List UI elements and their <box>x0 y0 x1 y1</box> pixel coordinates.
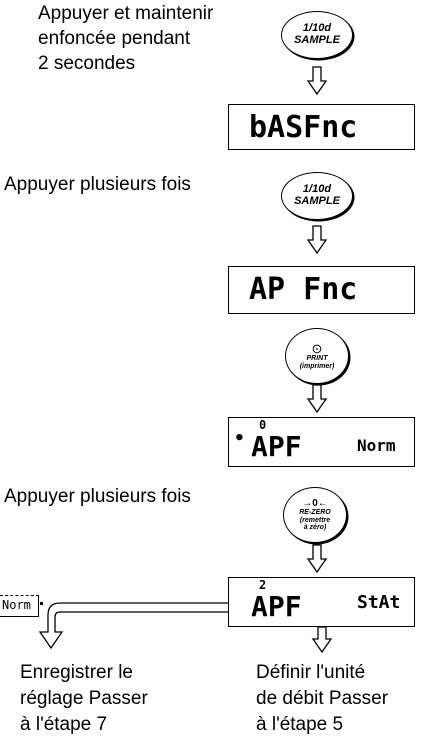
display-ap-fnc: AP Fnc <box>228 266 415 314</box>
display-apf-norm-value: Norm <box>357 436 396 455</box>
stable-indicator-dot: • <box>234 428 245 449</box>
down-arrow-icon <box>306 544 328 574</box>
sample-button-line1: 1/10d <box>302 22 332 35</box>
outcome-left-line3: à l'étape 7 <box>20 714 108 735</box>
rezero-button[interactable]: →0← RE-ZERO (remettre à zéro) <box>283 487 347 543</box>
sample-button-line2: SAMPLE <box>294 34 340 46</box>
outcome-left-line1: Enregistrer le <box>20 662 133 683</box>
outcome-right-line2: de débit Passer <box>256 688 389 709</box>
rezero-button-line1: RE-ZERO <box>299 509 331 517</box>
rezero-button-line2: (remettre <box>299 516 331 524</box>
display-apf-norm-index: 0 <box>259 418 267 432</box>
step1-instruction-line3: 2 secondes <box>38 53 136 74</box>
display-apf-norm: • 0 APF Norm <box>228 417 415 467</box>
print-button[interactable]: ⊙ PRINT (imprimer) <box>285 328 349 384</box>
step2-instruction: Appuyer plusieurs fois <box>4 174 191 195</box>
down-arrow-icon <box>306 225 328 255</box>
sample-button[interactable]: 1/10d SAMPLE <box>281 11 353 59</box>
down-arrow-icon <box>311 626 333 654</box>
display-apf-stat-name: APF <box>251 590 302 623</box>
display-apf-stat: 2 APF StAt <box>228 577 415 627</box>
step1-instruction-line2: enfoncée pendant <box>38 28 191 49</box>
outcome-left-line2: réglage Passer <box>20 688 148 709</box>
display-apf-stat-value: StAt <box>357 592 401 613</box>
outcome-right-line3: à l'étape 5 <box>256 714 344 735</box>
print-icon: ⊙ <box>311 340 323 356</box>
down-arrow-icon <box>306 66 328 96</box>
step3-instruction: Appuyer plusieurs fois <box>4 486 191 507</box>
print-button-line2: (imprimer) <box>299 362 335 370</box>
sample-button-2[interactable]: 1/10d SAMPLE <box>281 172 353 220</box>
display-apf-norm-name: APF <box>251 430 302 463</box>
down-arrow-icon <box>306 384 328 414</box>
display-basfnc: bASFnc <box>228 104 415 150</box>
side-label-dot <box>40 602 43 605</box>
display-ap-fnc-text: AP Fnc <box>249 272 358 307</box>
step1-instruction-line1: Appuyer et maintenir <box>38 3 214 24</box>
outcome-right-line1: Définir l'unité <box>256 662 366 683</box>
print-button-line1: PRINT <box>306 355 328 363</box>
side-label-norm-text: Norm <box>2 598 31 612</box>
sample-button-2-line1: 1/10d <box>302 183 332 196</box>
display-apf-stat-index: 2 <box>259 578 267 592</box>
side-label-norm: Norm <box>0 595 39 617</box>
rezero-icon: →0← <box>302 497 328 509</box>
rezero-button-line3: à zéro) <box>303 523 327 531</box>
sample-button-2-line2: SAMPLE <box>294 195 340 207</box>
display-basfnc-text: bASFnc <box>249 110 358 145</box>
